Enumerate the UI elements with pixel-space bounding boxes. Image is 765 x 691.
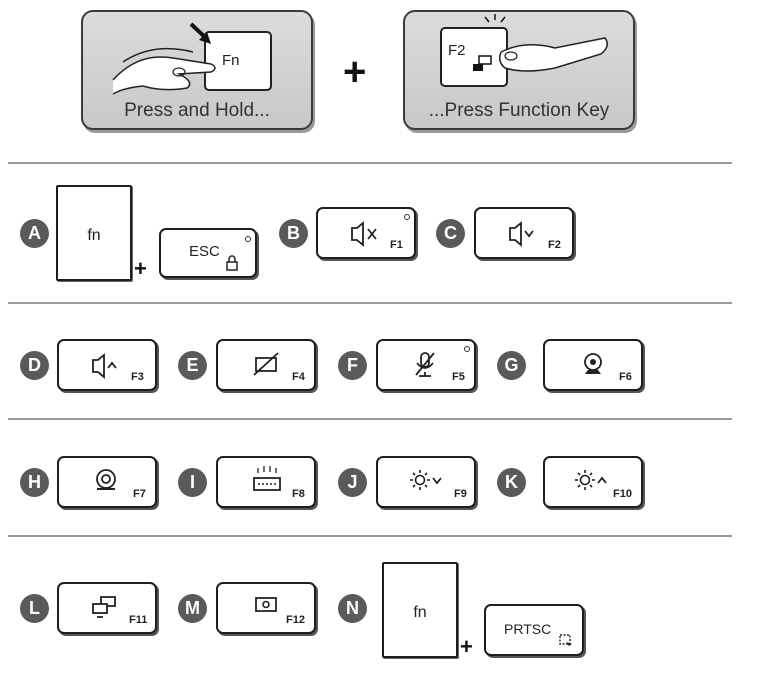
fn-key-label: Fn: [222, 52, 240, 69]
item-n-badge: N: [338, 594, 367, 623]
divider: [8, 418, 732, 420]
f3-key-label: F3: [131, 371, 144, 383]
f1-key-label: F1: [390, 239, 403, 251]
touchpad-off-icon: [253, 352, 279, 376]
brightness-up-icon: [575, 470, 607, 490]
webcam-icon: [584, 353, 602, 374]
volume-down-icon: [509, 221, 534, 247]
lock-icon: [226, 255, 238, 271]
prtsc-key: PRTSC: [484, 604, 584, 656]
screen-icon: [255, 597, 277, 612]
item-a-badge: A: [20, 219, 49, 248]
item-e-badge: E: [178, 351, 207, 380]
f1-key: F1: [316, 207, 416, 259]
press-hold-panel: Fn Press and Hold...: [81, 10, 313, 130]
prtsc-key-label: PRTSC: [504, 621, 552, 637]
f2-key-label: F2: [548, 239, 561, 251]
divider: [8, 535, 732, 537]
volume-up-icon: [92, 353, 117, 379]
f3-key: F3: [57, 339, 157, 391]
item-l-badge: L: [20, 594, 49, 623]
f8-key: F8: [216, 456, 316, 508]
item-k-badge: K: [497, 468, 526, 497]
press-function-key-panel: F2 ...Press Function Key: [403, 10, 635, 130]
item-c-badge: C: [436, 219, 465, 248]
f4-key-label: F4: [292, 371, 305, 383]
display-switch-icon: [92, 596, 116, 618]
camera-shutter-icon: [96, 469, 116, 490]
esc-key: ESC: [159, 228, 257, 278]
f7-key: F7: [57, 456, 157, 508]
item-j-badge: J: [338, 468, 367, 497]
fn-key: fn: [382, 562, 458, 658]
f12-key-label: F12: [286, 614, 305, 626]
combo-plus: +: [460, 634, 473, 659]
press-hold-caption: Press and Hold...: [124, 100, 270, 121]
esc-key-label: ESC: [189, 243, 220, 260]
fn-key-label: fn: [413, 604, 427, 621]
f6-key-label: F6: [619, 371, 632, 383]
screenshot-icon: [559, 634, 572, 646]
divider: [8, 302, 732, 304]
item-i-badge: I: [178, 468, 207, 497]
indicator-dot: [464, 346, 470, 352]
f2-key-label: F2: [448, 42, 466, 59]
brightness-down-icon: [410, 470, 442, 490]
f4-key: F4: [216, 339, 316, 391]
f2-key: F2: [474, 207, 574, 259]
f12-key: F12: [216, 582, 316, 634]
press-function-key-caption: ...Press Function Key: [428, 100, 610, 121]
fn-key-label: fn: [87, 227, 101, 244]
fn-key: fn: [56, 185, 132, 281]
f9-key-label: F9: [454, 488, 467, 500]
mic-mute-icon: [415, 352, 435, 377]
item-f-badge: F: [338, 351, 367, 380]
indicator-dot: [404, 214, 410, 220]
item-m-badge: M: [178, 594, 207, 623]
f11-key-label: F11: [129, 614, 148, 626]
indicator-dot: [245, 236, 251, 242]
divider: [8, 162, 732, 164]
f10-key: F10: [543, 456, 643, 508]
header-plus-sign: +: [343, 50, 367, 94]
item-g-badge: G: [497, 351, 526, 380]
f6-key: F6: [543, 339, 643, 391]
f9-key: F9: [376, 456, 476, 508]
keyboard-backlight-icon: [253, 466, 281, 491]
speaker-mute-icon: [351, 221, 377, 247]
f5-key-label: F5: [452, 371, 465, 383]
combo-plus: +: [134, 256, 147, 281]
item-d-badge: D: [20, 351, 49, 380]
hand-press-f2-icon: [440, 14, 608, 87]
item-b-badge: B: [279, 219, 308, 248]
f11-key: F11: [57, 582, 157, 634]
f8-key-label: F8: [292, 488, 305, 500]
hand-press-fn-icon: [112, 22, 272, 95]
f7-key-label: F7: [133, 488, 146, 500]
f10-key-label: F10: [613, 488, 632, 500]
item-h-badge: H: [20, 468, 49, 497]
f5-key: F5: [376, 339, 476, 391]
